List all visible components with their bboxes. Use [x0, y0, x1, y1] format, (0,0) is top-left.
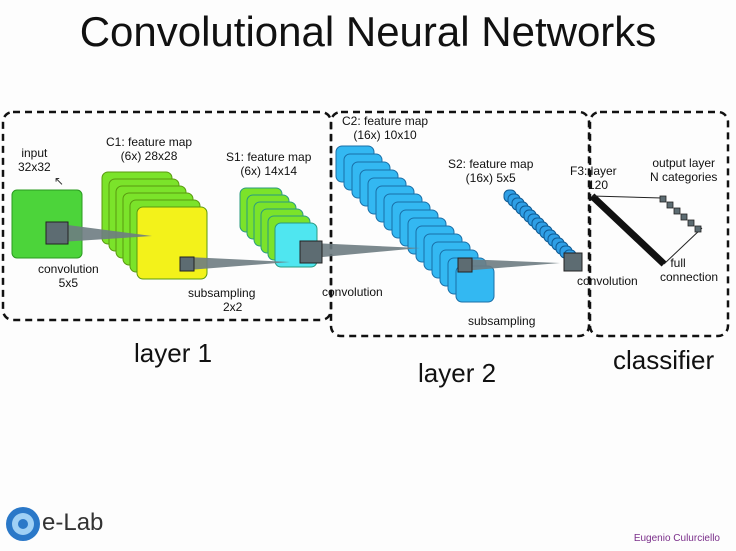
slide-title: Convolutional Neural Networks	[79, 8, 657, 55]
kernel-3	[299, 240, 323, 264]
output-unit-3	[673, 207, 681, 215]
convolution-3-label: convolution	[577, 274, 638, 288]
elab-logo-text: e-Lab	[42, 509, 104, 536]
classifier-box	[588, 110, 730, 338]
c1-maps	[101, 171, 208, 280]
kernel-2	[179, 256, 195, 272]
projection-2	[188, 257, 290, 270]
output-unit-2	[666, 201, 674, 209]
kernel-1	[45, 221, 69, 245]
output-unit-4	[680, 213, 688, 221]
projection-3	[312, 243, 420, 258]
layer2-caption: layer 2	[418, 358, 497, 388]
output-unit-6	[694, 225, 702, 233]
subsampling-2-label: subsampling	[468, 314, 536, 328]
f3-layer	[589, 193, 667, 267]
output-unit-1	[659, 195, 667, 203]
c1-label: C1: feature map(6x) 28x28	[106, 135, 193, 163]
c2-maps	[335, 145, 495, 303]
s2-maps	[503, 189, 577, 263]
s1-label: S1: feature map(6x) 14x14	[226, 150, 312, 178]
kernel-5	[563, 252, 583, 272]
output-layer	[659, 195, 702, 233]
layer2-box	[329, 110, 591, 338]
classifier-caption: classifier	[613, 345, 715, 375]
elab-logo-icon	[6, 507, 40, 541]
output-unit-5	[687, 219, 695, 227]
author-credit: Eugenio Culurciello	[633, 533, 720, 544]
projection-4	[462, 259, 560, 271]
cursor-icon: ↖	[54, 174, 65, 188]
f3-to-output-top	[591, 195, 663, 199]
s2-label: S2: feature map(16x) 5x5	[448, 157, 534, 185]
f3-to-output-bottom	[663, 227, 703, 265]
c2-label: C2: feature map(16x) 10x10	[342, 114, 429, 142]
convolution-2-label: convolution	[322, 285, 383, 299]
kernel-4	[457, 257, 473, 273]
layer1-caption: layer 1	[134, 338, 213, 368]
projection-1	[60, 224, 152, 242]
